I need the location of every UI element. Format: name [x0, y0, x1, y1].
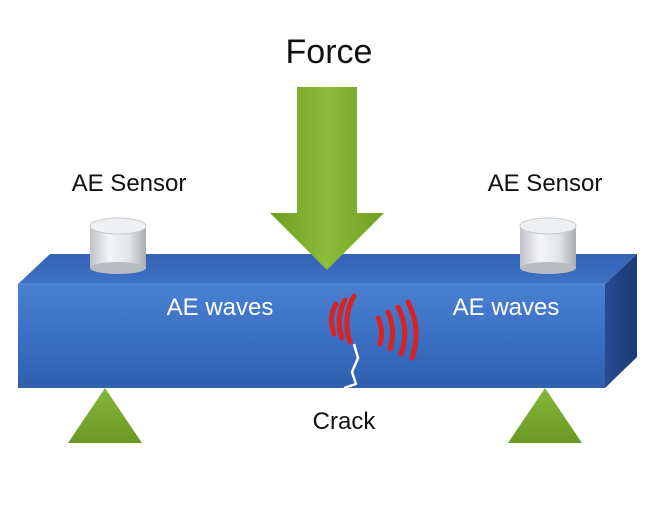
sensor-left-label: AE Sensor	[72, 170, 187, 197]
crack-label: Crack	[313, 408, 377, 435]
sensor-right-label: AE Sensor	[488, 170, 603, 197]
beam	[18, 254, 637, 388]
sensor-left-icon	[89, 217, 147, 274]
support-left-icon	[68, 388, 142, 443]
force-label: Force	[286, 33, 373, 71]
waves-left-icon	[328, 293, 357, 345]
waves-right-label: AE waves	[453, 294, 560, 321]
crack-line	[343, 343, 360, 390]
beam-side-face	[605, 254, 637, 388]
waves-left-label: AE waves	[167, 294, 274, 321]
waves-right-icon	[375, 299, 419, 361]
sensor-right-icon	[519, 217, 577, 274]
force-arrow-icon	[270, 87, 384, 270]
beam-front-face	[18, 284, 605, 388]
support-right-icon	[508, 388, 582, 443]
